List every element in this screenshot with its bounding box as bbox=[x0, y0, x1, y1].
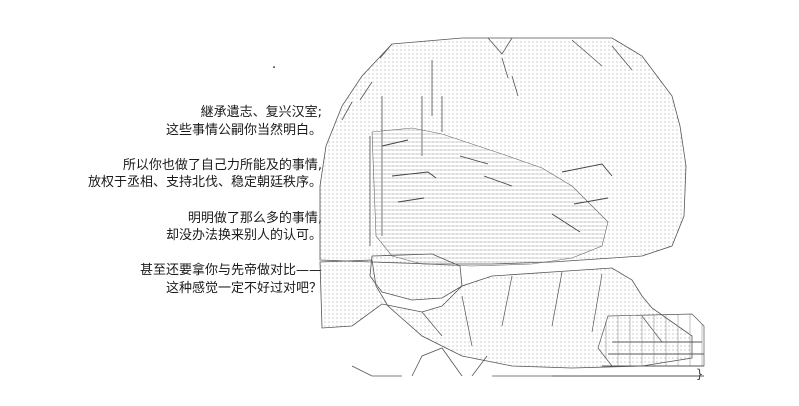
speech-line-6: 却没办法换来别人的认可。 bbox=[165, 228, 322, 244]
bottom-bracket: } bbox=[696, 367, 703, 381]
eye-features bbox=[381, 139, 613, 233]
speech-line-5: 明明做了那么多的事情, bbox=[187, 210, 322, 226]
ascii-art-drawing: } bbox=[319, 37, 705, 381]
base-outline bbox=[351, 347, 572, 377]
speech-line-7: 甚至还要拿你与先帝做对比—— bbox=[139, 263, 322, 279]
ascii-art-figure: } bbox=[312, 36, 782, 381]
sleeve-right bbox=[597, 313, 705, 367]
speech-line-1: 継承遺志、复兴汉室; bbox=[200, 105, 322, 120]
base-lines bbox=[552, 341, 704, 377]
speech-line-8: 这种感觉一定不好过对吧？ bbox=[165, 280, 322, 296]
hand-shape bbox=[369, 253, 463, 301]
stray-mark: · bbox=[272, 61, 277, 76]
speech-line-4: 放权于丞相、支持北伐、稳定朝廷秩序。 bbox=[87, 175, 322, 191]
speech-line-3: 所以你也做了自己力所能及的事情, bbox=[122, 157, 322, 173]
robe-body bbox=[319, 259, 693, 369]
speech-line-2: 这些事情公嗣你当然明白。 bbox=[165, 122, 322, 138]
speech-panel: 継承遺志、复兴汉室; 这些事情公嗣你当然明白。 所以你也做了自己力所能及的事情,… bbox=[0, 104, 322, 298]
